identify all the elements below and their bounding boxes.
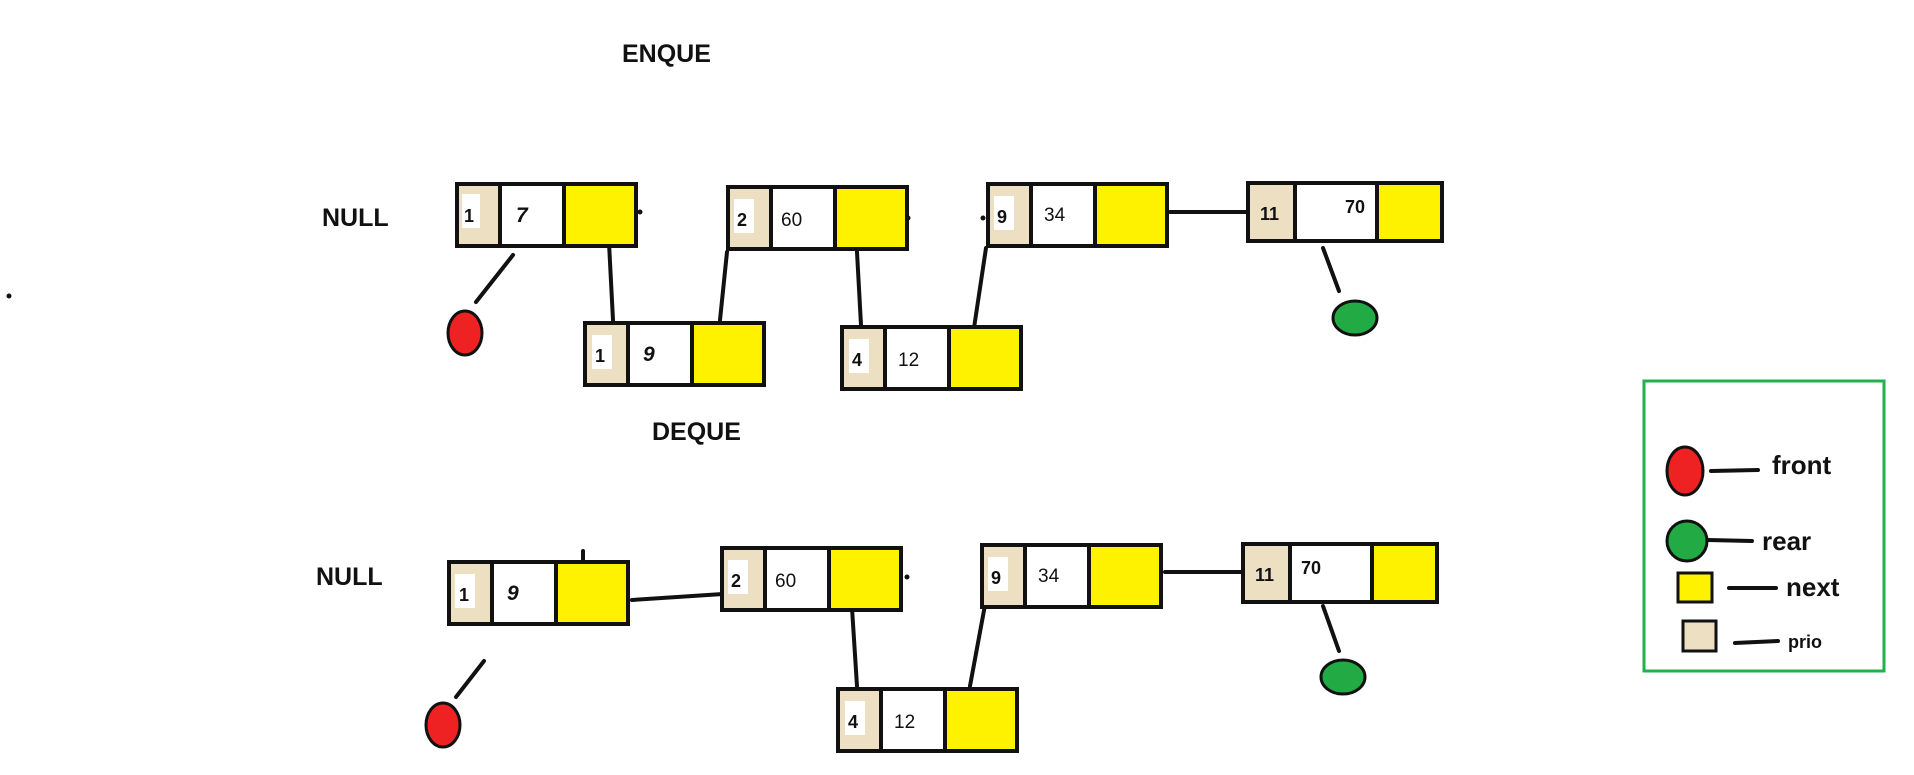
- legend-prio-icon: [1681, 619, 1718, 653]
- prio-label: 9: [997, 207, 1007, 227]
- enque-title: ENQUE: [622, 40, 711, 68]
- deque-rear-pointer: [1321, 604, 1341, 653]
- enque-connectors: [474, 210, 1341, 330]
- deque-title: DEQUE: [652, 418, 741, 446]
- prio-label: 9: [991, 568, 1001, 588]
- value-label: 7: [516, 204, 529, 227]
- enque-node-4: 4 12: [840, 325, 1023, 391]
- value-label: 9: [643, 343, 655, 366]
- enque-front-pointer: [474, 253, 515, 304]
- prio-label-bg: [728, 560, 748, 594]
- prio-label: 1: [595, 346, 605, 366]
- legend-rear-icon: [1665, 519, 1709, 563]
- deque-dots: [904, 574, 910, 580]
- value-cell: [1029, 182, 1097, 248]
- legend-prio-label: prio: [1788, 632, 1822, 652]
- enque-null-label: NULL: [322, 204, 389, 232]
- legend-box: [1642, 379, 1886, 673]
- deque-front-pointer: [454, 659, 486, 699]
- legend-front-label: front: [1772, 450, 1832, 480]
- prio-label-bg: [455, 574, 475, 608]
- deque-link-3-4: [968, 603, 987, 688]
- deque-node-5: 11 70: [1241, 542, 1439, 604]
- enque-rear-marker: [1331, 299, 1379, 337]
- next-cell: [1093, 182, 1169, 248]
- deque-node-4: 9 34: [980, 543, 1163, 609]
- prio-label-bg: [592, 335, 612, 369]
- enque-node-3: 2 60: [726, 185, 909, 251]
- prio-label-bg: [845, 701, 865, 735]
- value-label: 12: [898, 350, 919, 371]
- legend-front-icon: [1665, 445, 1705, 497]
- prio-label: 2: [731, 571, 741, 591]
- prio-label: 1: [459, 585, 469, 605]
- deque-null-label: NULL: [316, 563, 383, 591]
- value-label: 60: [775, 571, 796, 592]
- enque-front-marker: [446, 309, 484, 357]
- deque-node-2: 2 60: [720, 546, 903, 612]
- deque-link-2-3: [850, 606, 859, 688]
- value-cell: [1288, 542, 1374, 604]
- deque-link-1-2: [630, 592, 725, 602]
- value-cell: [498, 182, 566, 248]
- next-cell: [690, 321, 766, 387]
- enque-link-3-4: [855, 250, 863, 327]
- enque-node-5: 9 34: [986, 182, 1169, 248]
- prio-label: 11: [1255, 565, 1274, 585]
- next-cell: [947, 325, 1023, 391]
- legend-rear-label: rear: [1762, 526, 1811, 556]
- value-label: 12: [894, 712, 915, 733]
- prio-label-bg: [988, 557, 1008, 591]
- deque-node-3: 4 12: [836, 687, 1019, 753]
- value-cell: [1293, 181, 1379, 243]
- deque-node-1: 1 9: [447, 560, 630, 626]
- enque-link-4-5: [972, 246, 988, 330]
- prio-label: 4: [848, 712, 858, 732]
- prio-label-bg: [849, 339, 869, 373]
- value-label: 34: [1038, 566, 1060, 587]
- prio-label-bg: [462, 194, 480, 228]
- next-cell: [1375, 181, 1444, 243]
- enque-link-2-3: [718, 250, 729, 322]
- deque-front-marker: [424, 701, 462, 749]
- deque-connectors: [454, 549, 1341, 699]
- enque-rear-pointer: [1321, 246, 1341, 293]
- stray-dot: [6, 293, 12, 299]
- next-cell: [562, 182, 638, 248]
- prio-label-bg: [734, 199, 754, 233]
- enque-node-6: 11 70: [1246, 181, 1444, 243]
- prio-label: 1: [464, 206, 474, 226]
- value-cell: [626, 321, 694, 387]
- enque-node-2: 1 9: [583, 321, 766, 387]
- next-cell: [554, 560, 630, 626]
- next-cell: [1087, 543, 1163, 609]
- prio-label: 11: [1260, 204, 1279, 224]
- legend-next-icon: [1676, 571, 1714, 604]
- value-label: 70: [1301, 558, 1321, 578]
- legend: front rear next prio: [1642, 379, 1886, 673]
- value-cell: [490, 560, 558, 626]
- enque-link-1-2: [607, 241, 615, 322]
- prio-cell: [1241, 542, 1292, 604]
- legend-next-label: next: [1786, 572, 1840, 602]
- prio-label: 2: [737, 210, 747, 230]
- next-cell: [1370, 542, 1439, 604]
- value-cell: [1023, 543, 1091, 609]
- value-label: 70: [1345, 197, 1365, 217]
- value-label: 34: [1044, 205, 1066, 226]
- next-cell: [833, 185, 909, 251]
- value-label: 9: [507, 582, 519, 605]
- next-cell: [943, 687, 1019, 753]
- prio-cell: [1246, 181, 1297, 243]
- next-cell: [827, 546, 903, 612]
- prio-label: 4: [852, 350, 862, 370]
- deque-rear-marker: [1319, 658, 1367, 696]
- value-label: 60: [781, 210, 802, 231]
- enque-node-1: 1 7: [455, 182, 638, 248]
- value-cell: [763, 546, 831, 612]
- prio-label-bg: [994, 196, 1014, 230]
- value-cell: [769, 185, 837, 251]
